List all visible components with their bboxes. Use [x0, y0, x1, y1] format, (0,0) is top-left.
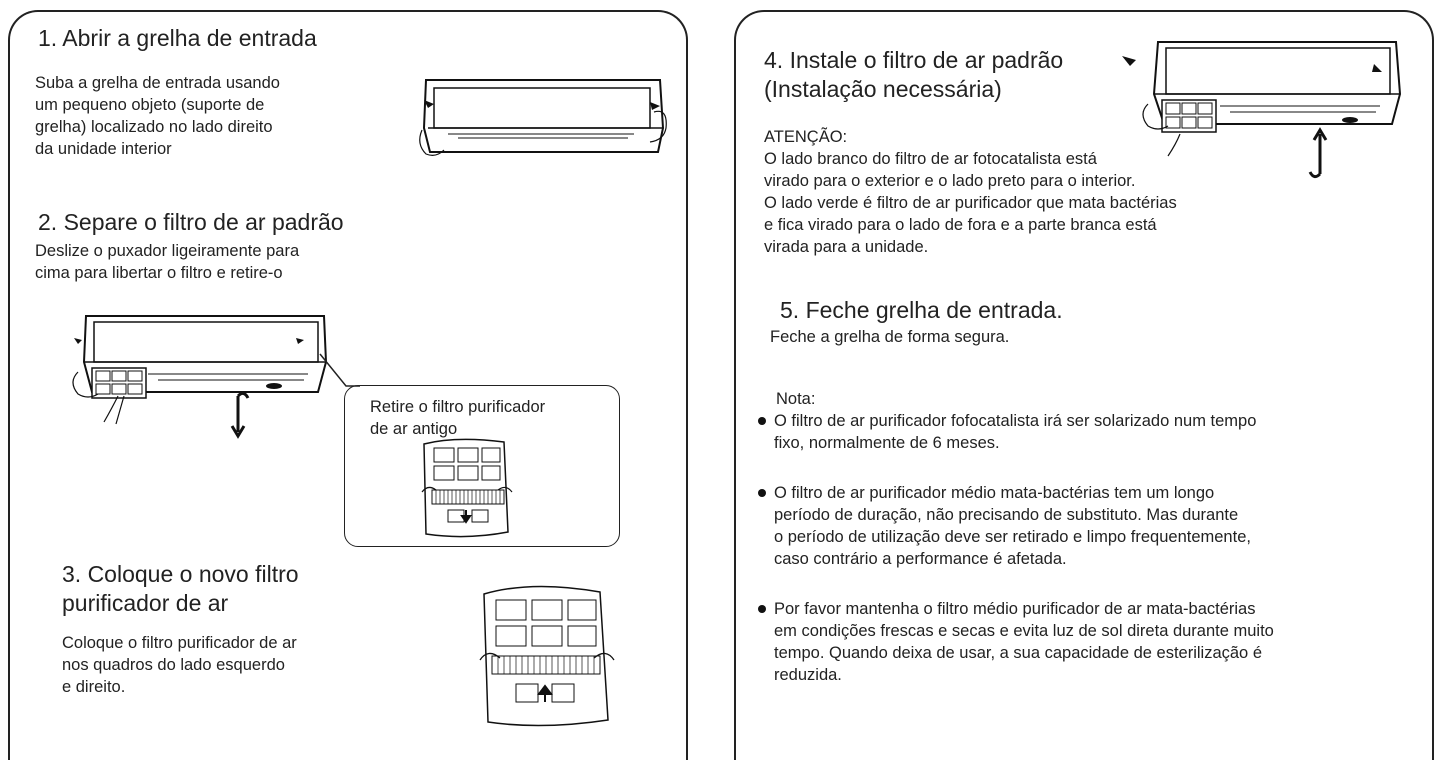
filter-illustration	[91, 367, 147, 399]
arrow-icon	[230, 391, 250, 439]
step3-text: Coloque o filtro purificador de ar nos q…	[62, 634, 297, 696]
arrow-icon	[1372, 64, 1382, 72]
step1-title: 1. Abrir a grelha de entrada	[38, 25, 317, 51]
filter-illustration	[1161, 99, 1217, 133]
hand-icon	[419, 129, 445, 156]
step3-title: 3. Coloque o novo filtro purificador de …	[62, 561, 299, 616]
hand-icon	[1167, 133, 1181, 157]
left-panel	[8, 10, 688, 760]
arrow-icon	[424, 100, 434, 108]
ac-unit-illustration	[72, 315, 328, 439]
note-label: Nota:	[776, 390, 816, 408]
bullet-dot	[758, 605, 766, 613]
ac-unit-illustration	[419, 79, 667, 156]
filter-illustration	[479, 585, 615, 727]
bullet-dot	[758, 417, 766, 425]
step4-attention: ATENÇÃO:	[764, 128, 848, 146]
callout-box	[344, 385, 620, 547]
step2-text: Deslize o puxador ligeiramente para cima…	[35, 242, 300, 282]
bullet-dot	[758, 489, 766, 497]
hand-icon	[72, 371, 99, 398]
right-panel	[734, 10, 1434, 760]
arrow-icon	[1122, 56, 1136, 66]
note-bullet-3: Por favor mantenha o filtro médio purifi…	[758, 598, 1274, 686]
hand-icon	[649, 110, 667, 143]
callout-pointer	[319, 353, 360, 387]
step2-title: 2. Separe o filtro de ar padrão	[38, 209, 344, 235]
note-bullet-1: O filtro de ar purificador fofocatalista…	[758, 410, 1256, 454]
step4-title: 4. Instale o filtro de ar padrão (Instal…	[764, 47, 1064, 102]
ac-unit-illustration	[1122, 41, 1402, 179]
step1-text: Suba a grelha de entrada usando um peque…	[35, 74, 280, 158]
hand-icon	[103, 395, 125, 425]
note-bullet-2: O filtro de ar purificador médio mata-ba…	[758, 482, 1251, 570]
step4-text: O lado branco do filtro de ar fotocatali…	[764, 150, 1177, 256]
callout-text: Retire o filtro purificador de ar antigo	[370, 398, 546, 438]
arrow-icon	[650, 102, 660, 110]
hand-icon	[1142, 103, 1169, 130]
step5-text: Feche a grelha de forma segura.	[770, 328, 1010, 346]
filter-illustration	[421, 438, 513, 538]
arrow-icon	[1308, 127, 1328, 179]
step5-title: 5. Feche grelha de entrada.	[780, 297, 1063, 323]
